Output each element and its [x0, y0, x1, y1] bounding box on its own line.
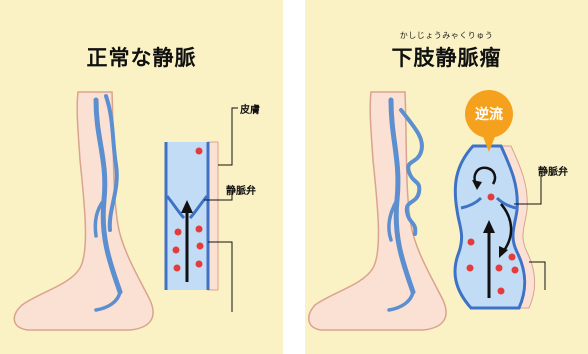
blood-cell [197, 243, 204, 250]
skin-label: 皮膚 [240, 101, 260, 116]
blood-cell [498, 288, 505, 295]
blood-cell [512, 267, 519, 274]
leg-shape [14, 92, 153, 330]
leg-shape [309, 92, 446, 330]
leader-line-skin [218, 108, 238, 165]
blood-cell [509, 254, 516, 261]
normal-vein-panel: 正常な静脈 皮膚 静脈弁 [0, 0, 283, 354]
blood-cell [174, 265, 181, 272]
reflux-badge-label: 逆流 [475, 104, 503, 124]
title-reading: かしじょうみゃくりゅう [305, 30, 588, 41]
varicose-vein-panel: かしじょうみゃくりゅう 下肢静脈瘤 逆流 静脈弁 [305, 0, 588, 354]
blood-cell [175, 229, 182, 236]
blood-cell [468, 239, 475, 246]
normal-vein-title: 正常な静脈 [0, 42, 283, 72]
blood-cell [196, 226, 203, 233]
blood-cell [196, 148, 203, 155]
valve-label: 静脈弁 [538, 163, 568, 178]
blood-cell [196, 261, 203, 268]
valve-label: 静脈弁 [226, 182, 256, 197]
blood-cell [496, 265, 503, 272]
varicose-vein-title: 下肢静脈瘤 [305, 42, 588, 72]
blood-cell [173, 247, 180, 254]
blood-cell [467, 265, 474, 272]
blood-cell [488, 194, 495, 201]
